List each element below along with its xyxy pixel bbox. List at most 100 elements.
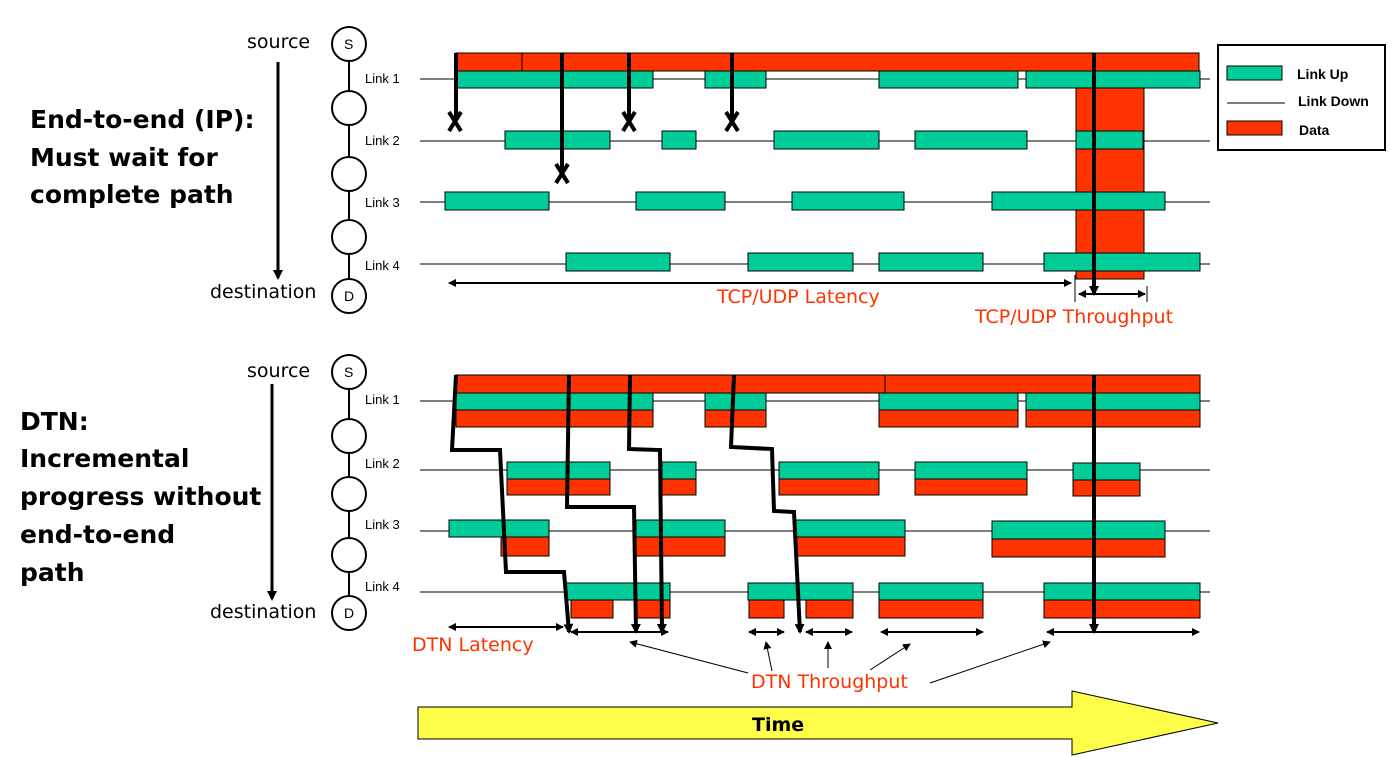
bottom-dtn-paths (449, 374, 1099, 634)
bottom-dest-node (331, 595, 367, 631)
bottom-l3-data (794, 536, 906, 557)
bottom-latency-label: DTN Latency (412, 634, 534, 656)
top-source-label: source (247, 31, 310, 53)
top-node-1 (331, 90, 367, 126)
bottom-title-line-5: path (20, 558, 85, 587)
bottom-l2-data (1072, 479, 1141, 497)
bottom-l3-data (991, 538, 1166, 558)
bottom-l2-up (778, 461, 880, 480)
bottom-l1-data (878, 409, 1019, 428)
bottom-l4-data (1043, 599, 1201, 619)
top-l1-up (704, 70, 767, 89)
bottom-link-4-label: Link 4 (365, 579, 400, 594)
top-l2-up (504, 130, 611, 150)
top-l1-up (455, 70, 654, 89)
top-panel: End-to-end (IP): Must wait for complete … (30, 26, 1210, 328)
bottom-l1-up (1025, 392, 1201, 411)
bottom-node-1 (331, 418, 367, 454)
bottom-l4-up (878, 582, 984, 601)
top-l4-up (747, 252, 854, 272)
bottom-title-line-1: DTN: (20, 407, 89, 436)
top-node-3 (331, 219, 367, 255)
top-failed-attempts (454, 53, 734, 172)
top-dest-node-label: D (344, 288, 354, 304)
bottom-l4-data (570, 599, 614, 619)
bottom-l2-data (506, 478, 611, 496)
bottom-throughput-pointers (629, 639, 1051, 684)
legend-link-up-swatch (1226, 65, 1283, 81)
time-label: Time (752, 714, 804, 736)
top-blocked-x-marks (447, 110, 740, 185)
top-l3-up (791, 191, 905, 211)
top-link-4-label: Link 4 (365, 258, 400, 273)
time-arrow: Time (417, 690, 1219, 756)
top-l1-up (1025, 70, 1201, 89)
bottom-l1-up (878, 392, 1019, 411)
bottom-l2-data (778, 478, 880, 496)
bottom-source-node-label: S (344, 364, 353, 380)
bottom-title-line-2: Incremental (20, 444, 189, 473)
bottom-l2-data (661, 478, 697, 496)
top-title-line-3: complete path (30, 180, 234, 209)
bottom-l4-data (635, 599, 671, 619)
bottom-l4-up (1043, 582, 1201, 601)
bottom-dest-node-label: D (344, 605, 354, 621)
top-l4-up (565, 252, 671, 272)
top-data-bar-a (455, 52, 523, 72)
bottom-link-2-label: Link 2 (365, 456, 400, 471)
bottom-source-node (331, 354, 367, 390)
bottom-l3-up (635, 519, 726, 538)
legend-data-swatch (1226, 120, 1283, 136)
top-data-column (1075, 87, 1145, 280)
legend: Link Up Link Down Data (1217, 44, 1386, 151)
top-throughput-label: TCP/UDP Throughput (974, 306, 1173, 328)
time-arrow-shape (417, 690, 1219, 756)
top-l4-up (878, 252, 984, 272)
bottom-l4-data (748, 599, 785, 619)
top-l2-up (914, 130, 1028, 150)
bottom-l1-data (704, 409, 767, 428)
bottom-node-2 (331, 476, 367, 512)
bottom-l2-up (661, 461, 697, 480)
top-destination-label: destination (210, 281, 316, 303)
top-title-line-1: End-to-end (IP): (30, 105, 254, 134)
bottom-l2-data (914, 478, 1028, 496)
top-l3-up (444, 191, 550, 211)
bottom-node-3 (331, 537, 367, 573)
bottom-title-line-3: progress without (20, 482, 261, 511)
bottom-l4-data (805, 599, 854, 619)
bottom-panel: DTN: Incremental progress without end-to… (20, 354, 1210, 693)
legend-data-label: Data (1299, 122, 1330, 138)
top-title-line-2: Must wait for (30, 143, 218, 172)
top-l2-up (773, 130, 880, 150)
bottom-l1-up (704, 392, 767, 411)
top-source-node-label: S (344, 36, 353, 52)
top-link-3-label: Link 3 (365, 195, 400, 210)
bottom-l1-data (455, 409, 654, 428)
bottom-title-line-4: end-to-end (20, 520, 175, 549)
bottom-l3-up (448, 519, 550, 538)
bottom-l3-up (991, 520, 1166, 540)
top-node-2 (331, 156, 367, 192)
bottom-link-3-label: Link 3 (365, 517, 400, 532)
top-data-bar-b (521, 52, 1200, 72)
top-l3-up (635, 191, 726, 211)
bottom-l4-up (747, 582, 854, 601)
legend-link-down-label: Link Down (1298, 93, 1369, 109)
top-source-node (331, 26, 367, 62)
top-l2-up (1075, 130, 1144, 150)
top-dest-node (331, 278, 367, 314)
top-l3-up (991, 191, 1166, 211)
bottom-l1-up (455, 392, 654, 411)
bottom-l4-data (878, 599, 984, 619)
bottom-link-1-label: Link 1 (365, 392, 400, 407)
bottom-data-bar-a (455, 374, 886, 394)
top-l2-up (661, 130, 697, 150)
top-link-1-label: Link 1 (365, 71, 400, 86)
top-l1-up (878, 70, 1019, 89)
bottom-l3-data (635, 536, 726, 557)
bottom-source-label: source (247, 360, 310, 382)
legend-link-up-label: Link Up (1297, 66, 1348, 82)
bottom-l3-up (794, 519, 906, 538)
